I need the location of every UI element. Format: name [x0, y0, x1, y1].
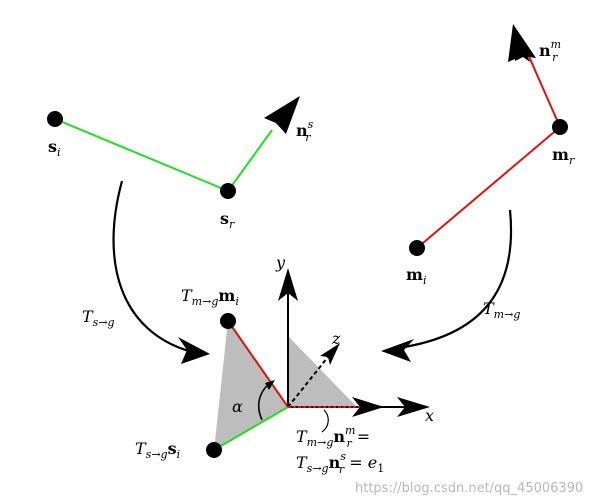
- label-alpha: α: [232, 397, 243, 416]
- point-s-i: [47, 111, 63, 127]
- source-normal-arrowhead: [264, 96, 300, 134]
- point-transformed-s-i: [206, 442, 222, 458]
- model-normal-arrowhead-body: [508, 24, 536, 62]
- equation-pointer: [321, 409, 329, 433]
- angle-region: [214, 321, 288, 450]
- label-t-m-g-right: Tm→g: [483, 299, 520, 321]
- transformed-source-segment: [213, 406, 289, 451]
- transform-arrow-right-head: [381, 339, 414, 362]
- label-axis-y: y: [275, 253, 286, 272]
- label-axis-x: x: [425, 406, 434, 425]
- model-normal-segment: [526, 51, 561, 128]
- aligned-normal-arrowhead: [352, 397, 384, 417]
- label-s-r: sr: [220, 209, 235, 231]
- source-normal-segment: [227, 129, 273, 192]
- transform-arrow-left: [112, 180, 193, 354]
- axis-z-arrowhead: [320, 343, 340, 365]
- label-t-s-g-left: Ts→g: [82, 307, 115, 329]
- axis-y-arrowhead: [278, 268, 298, 301]
- transform-arrow-left-head: [178, 337, 210, 364]
- source-segment: [54, 118, 229, 192]
- point-m-i: [409, 240, 425, 256]
- label-axis-z: z: [331, 329, 341, 348]
- point-m-r: [552, 119, 568, 135]
- model-segment: [416, 126, 561, 249]
- alpha-arc-head: [265, 380, 275, 390]
- label-s-i: si: [48, 137, 61, 159]
- point-s-r: [220, 183, 236, 199]
- label-m-i: mi: [406, 265, 426, 287]
- transform-arrow-right: [397, 209, 513, 350]
- transformed-model-segment: [227, 320, 289, 408]
- axis-x-arrowhead: [397, 397, 430, 417]
- point-transformed-m-i: [220, 313, 236, 329]
- label-m-r: mr: [552, 145, 575, 167]
- axis-z: [287, 356, 329, 408]
- watermark: https://blog.csdn.net/qq_45006390: [355, 481, 583, 496]
- normal-plane-region: [288, 336, 356, 407]
- label-t-s-g-s-i: Ts→gsi: [135, 439, 180, 461]
- label-t-m-g-m-i: Tm→gmi: [181, 286, 239, 308]
